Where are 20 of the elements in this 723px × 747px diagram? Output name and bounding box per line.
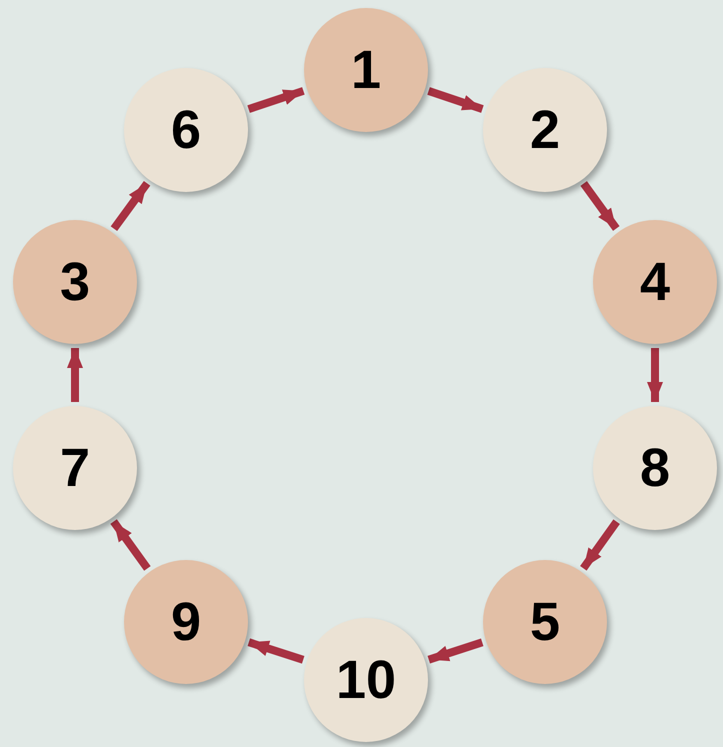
arrow [110,519,151,571]
node-number: 7 [60,441,90,495]
node-number: 1 [350,43,382,97]
node-number: 9 [170,595,202,649]
node-number: 8 [640,441,670,495]
arrow [427,87,484,113]
node-number: 10 [336,653,396,707]
arrow [580,181,620,231]
arrow [67,348,83,402]
node-number: 5 [530,595,560,649]
node-number: 6 [170,103,202,157]
arrow [428,638,484,664]
arrow [248,638,304,664]
arrow [580,519,620,571]
arrow [647,348,663,402]
arrow [110,180,150,232]
arrow [247,87,305,113]
node-number: 2 [530,103,560,157]
node-number: 3 [60,255,90,309]
node-number: 4 [640,255,670,309]
